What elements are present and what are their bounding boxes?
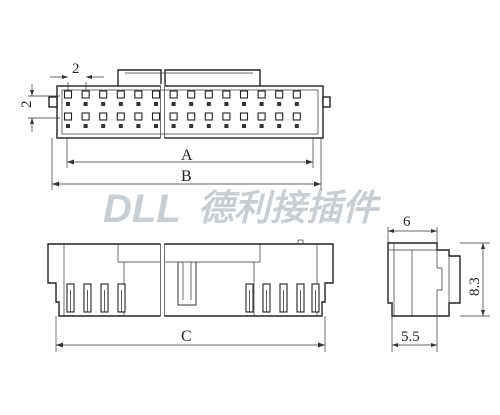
contact-pin bbox=[171, 102, 176, 106]
contact-pin bbox=[206, 124, 211, 128]
contact-pin bbox=[83, 124, 88, 128]
contact-hole bbox=[275, 112, 284, 121]
pitch-v-label: 2 bbox=[19, 101, 35, 109]
contact-hole bbox=[239, 112, 249, 121]
top-latch-right bbox=[164, 69, 261, 86]
contact-pin bbox=[101, 102, 106, 106]
contact-hole bbox=[134, 90, 143, 99]
contact-pin bbox=[259, 124, 264, 128]
side-top-label: 6 bbox=[403, 214, 411, 230]
contact-hole bbox=[99, 112, 108, 121]
contact-pin bbox=[154, 102, 158, 106]
contact-pin bbox=[136, 124, 141, 128]
contact-hole bbox=[134, 112, 143, 121]
contact-hole bbox=[275, 90, 284, 99]
contact-hole bbox=[204, 90, 213, 99]
contact-pin bbox=[171, 124, 176, 128]
contact-hole bbox=[239, 90, 249, 99]
contact-pin bbox=[277, 102, 282, 106]
top-latch-left bbox=[117, 69, 162, 86]
contact-pin bbox=[277, 124, 282, 128]
bottom-slots bbox=[66, 283, 320, 313]
contact-pin bbox=[242, 124, 246, 128]
contact-hole bbox=[151, 112, 161, 121]
side-view: 6 8.3 5.5 bbox=[387, 214, 490, 352]
contact-hole bbox=[204, 112, 213, 121]
contact-hole bbox=[116, 90, 125, 99]
contact-pin bbox=[118, 102, 123, 106]
contact-hole bbox=[169, 90, 178, 99]
contact-hole bbox=[222, 112, 231, 121]
contact-pin bbox=[294, 102, 299, 106]
contact-hole bbox=[116, 112, 125, 121]
contact-pin bbox=[136, 102, 141, 106]
contact-pin bbox=[66, 124, 70, 128]
contact-hole bbox=[63, 90, 73, 99]
contact-pin bbox=[101, 124, 106, 128]
contact-pin bbox=[224, 102, 229, 106]
dimension-a-label: A bbox=[181, 147, 193, 164]
contact-hole bbox=[63, 112, 73, 121]
contact-hole bbox=[187, 90, 196, 99]
contact-hole bbox=[292, 112, 301, 121]
contact-pin bbox=[206, 102, 211, 106]
contact-hole bbox=[292, 90, 301, 99]
contact-pin bbox=[224, 124, 229, 128]
contact-pin bbox=[118, 124, 123, 128]
contact-hole bbox=[187, 112, 196, 121]
contact-hole bbox=[151, 90, 161, 99]
contact-hole bbox=[81, 112, 90, 121]
contact-pin bbox=[189, 102, 194, 106]
contact-pin bbox=[294, 124, 299, 128]
contact-hole bbox=[257, 90, 266, 99]
contact-pin bbox=[259, 102, 264, 106]
watermark-chinese: 德利接插件 bbox=[198, 187, 382, 228]
contact-pin bbox=[154, 124, 158, 128]
contact-hole bbox=[257, 112, 266, 121]
side-bottom-label: 5.5 bbox=[401, 329, 420, 345]
contact-pin bbox=[83, 102, 88, 106]
contact-hole bbox=[99, 90, 108, 99]
dimension-b-label: B bbox=[181, 168, 192, 185]
contact-hole bbox=[169, 112, 178, 121]
contact-hole bbox=[222, 90, 231, 99]
front-view: C bbox=[47, 239, 334, 352]
contact-pin bbox=[66, 102, 70, 106]
contact-hole bbox=[81, 90, 90, 99]
top-view: 2 2 A B bbox=[19, 61, 331, 190]
side-height-label: 8.3 bbox=[467, 277, 483, 296]
watermark-latin: DLL bbox=[103, 187, 181, 231]
dimension-c-label: C bbox=[181, 328, 192, 345]
contact-pin bbox=[189, 124, 194, 128]
contact-holes bbox=[63, 90, 301, 128]
pitch-h-label: 2 bbox=[72, 61, 80, 77]
contact-pin bbox=[242, 102, 246, 106]
